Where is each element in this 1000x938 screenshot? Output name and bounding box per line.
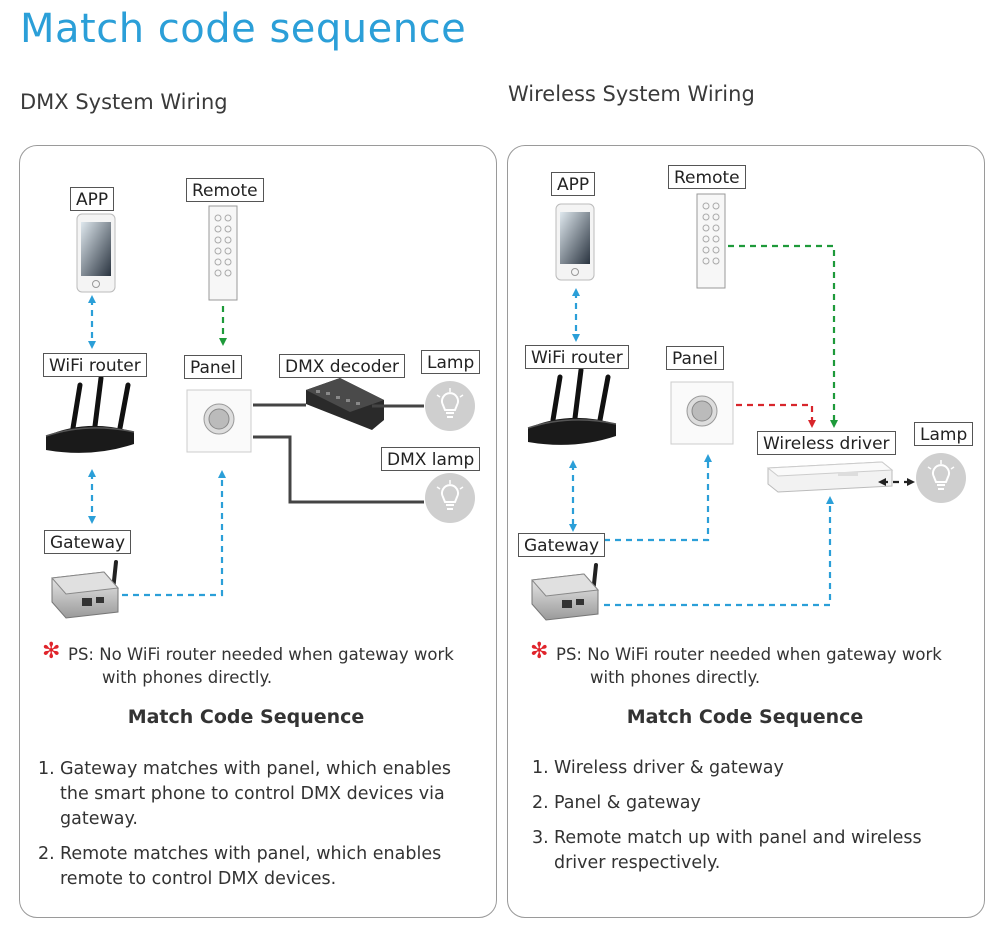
smartphone-icon [76, 213, 116, 293]
page-title: Match code sequence [20, 6, 467, 52]
gateway-icon [530, 563, 600, 621]
list-item: 2.Remote matches with panel, which enabl… [38, 844, 442, 889]
wireless-driver-icon [766, 461, 894, 493]
dmx-steps-list: 1.Gateway matches with panel, which enab… [38, 757, 478, 902]
dmx-sequence-title: Match Code Sequence [127, 706, 365, 728]
dmx-lamp-label: DMX lamp [381, 447, 481, 471]
dmx-section-heading: DMX System Wiring [20, 90, 228, 114]
ps-line-1: PS: No WiFi router needed when gateway w… [556, 645, 942, 664]
list-item: 2.Panel & gateway [532, 793, 701, 813]
wifi-router-label: WiFi router [43, 353, 147, 377]
wifi-router-icon [527, 367, 617, 445]
lamp-label: Lamp [421, 350, 481, 374]
remote-control-icon [696, 193, 726, 289]
dmx-decoder-icon [306, 378, 384, 430]
smartphone-icon [555, 203, 595, 281]
wifi-router-label: WiFi router [525, 345, 629, 369]
asterisk-icon: ✻ [42, 639, 61, 664]
remote-label: Remote [668, 165, 746, 189]
dmx-ps-note: ✻ PS: No WiFi router needed when gateway… [42, 639, 482, 691]
list-item: 1.Gateway matches with panel, which enab… [38, 759, 452, 829]
app-label: APP [551, 172, 596, 196]
wall-panel-icon [186, 389, 252, 453]
wall-panel-icon [670, 381, 734, 445]
panel-label: Panel [666, 346, 724, 370]
app-label: APP [70, 187, 115, 211]
gateway-label: Gateway [518, 533, 606, 557]
gateway-icon [50, 560, 120, 619]
lamp-label: Lamp [914, 422, 974, 446]
gateway-label: Gateway [44, 530, 132, 554]
wireless-links [569, 244, 915, 607]
lamp-bulb-icon [425, 473, 475, 523]
ps-line-2: with phones directly. [102, 668, 273, 687]
dmx-wires [253, 403, 424, 504]
ps-line-1: PS: No WiFi router needed when gateway w… [68, 645, 454, 664]
wireless-section-heading: Wireless System Wiring [508, 82, 755, 106]
wireless-driver-label: Wireless driver [757, 431, 896, 455]
ps-line-2: with phones directly. [590, 668, 761, 687]
lamp-bulb-icon [425, 381, 475, 431]
lamp-bulb-icon [916, 453, 966, 503]
list-item: 3.Remote match up with panel and wireles… [532, 828, 922, 873]
remote-control-icon [208, 205, 238, 301]
wireless-sequence-title: Match Code Sequence [626, 706, 864, 728]
wifi-router-icon [45, 375, 135, 453]
dmx-decoder-label: DMX decoder [279, 354, 406, 378]
remote-label: Remote [186, 178, 264, 202]
wireless-steps-list: 1.Wireless driver & gateway 2.Panel & ga… [532, 756, 952, 886]
wireless-ps-note: ✻ PS: No WiFi router needed when gateway… [530, 639, 970, 691]
list-item: 1.Wireless driver & gateway [532, 758, 784, 778]
panel-label: Panel [184, 355, 242, 379]
asterisk-icon: ✻ [530, 639, 549, 664]
dmx-links [88, 295, 227, 597]
